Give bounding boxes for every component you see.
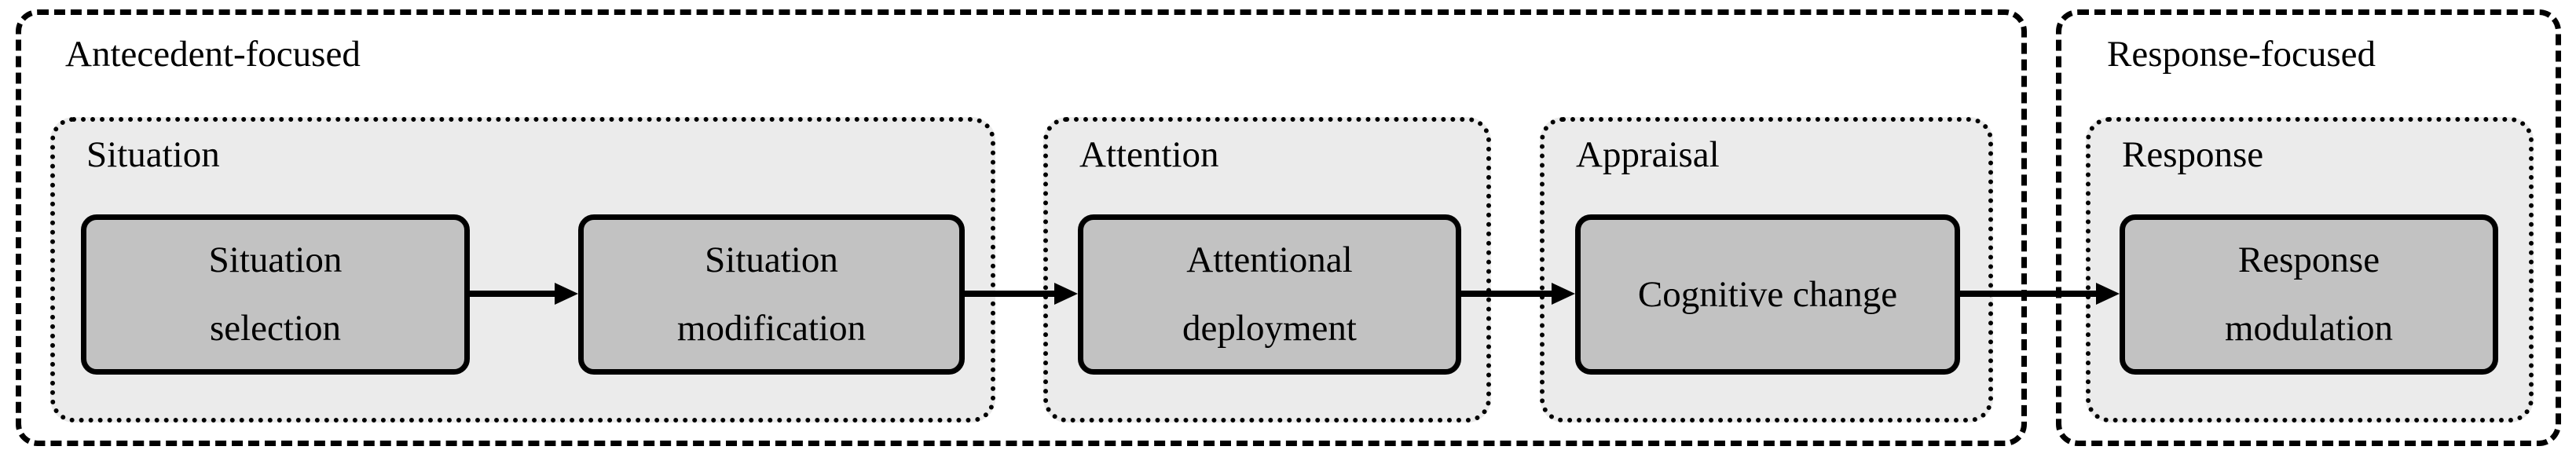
arrow-shaft (1960, 291, 2101, 297)
group-antecedent-label: Antecedent-focused (65, 34, 361, 75)
arrowhead-icon (1552, 283, 1575, 305)
panel-response: Response Response modulation (2086, 117, 2534, 423)
arrow-shaft (470, 291, 559, 297)
node-cognitive-change: Cognitive change (1575, 214, 1960, 375)
arrow-shaft (1461, 291, 1556, 297)
node-attentional-deployment: Attentional deployment (1078, 214, 1461, 375)
arrowhead-icon (1054, 283, 1078, 305)
arrow-shaft (965, 291, 1059, 297)
arrow-selection-to-modification (470, 278, 578, 309)
node-situation-selection: Situation selection (81, 214, 470, 375)
group-antecedent-focused: Antecedent-focused Situation Situation s… (16, 9, 2027, 446)
node-cognitive-change-label: Cognitive change (1637, 273, 1898, 315)
arrow-modification-to-deployment (965, 278, 1078, 309)
node-response-modulation-label: Response (2237, 240, 2380, 281)
node-situation-modification-label: Situation (705, 240, 838, 281)
node-response-modulation: Response modulation (2120, 214, 2498, 375)
group-response-label: Response-focused (2107, 34, 2376, 75)
arrowhead-icon (2096, 283, 2120, 305)
panel-situation-label: Situation (86, 134, 220, 175)
panel-attention: Attention Attentional deployment (1043, 117, 1491, 423)
panel-attention-label: Attention (1079, 134, 1219, 175)
arrow-deployment-to-cognitive-change (1461, 278, 1575, 309)
panel-situation: Situation Situation selection Situation … (50, 117, 995, 423)
node-situation-selection-label: Situation (208, 240, 343, 281)
node-attentional-deployment-label: Attentional (1186, 240, 1353, 281)
node-response-modulation-label-2: modulation (2224, 308, 2394, 349)
node-situation-modification: Situation modification (578, 214, 965, 375)
arrow-cognitive-change-to-modulation (1960, 278, 2120, 309)
panel-response-label: Response (2122, 134, 2264, 175)
panel-appraisal-label: Appraisal (1576, 134, 1720, 175)
node-situation-selection-label-2: selection (209, 308, 342, 349)
node-situation-modification-label-2: modification (676, 308, 867, 349)
panel-appraisal: Appraisal Cognitive change (1540, 117, 1993, 423)
arrowhead-icon (555, 283, 578, 305)
node-attentional-deployment-label-2: deployment (1182, 308, 1357, 349)
group-response-focused: Response-focused Response Response modul… (2056, 9, 2561, 446)
